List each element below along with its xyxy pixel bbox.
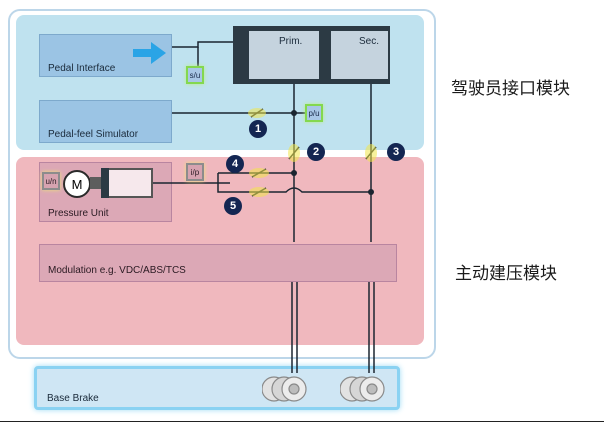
modulation-label: Modulation e.g. VDC/ABS/TCS — [48, 265, 186, 276]
driver-interface-module-title: 驾驶员接口模块 — [451, 79, 570, 99]
piston-head — [101, 168, 109, 198]
base-brake-label: Base Brake — [47, 393, 99, 404]
pedal-travel-sensor-label: s/u — [189, 70, 201, 80]
bottom-rule — [0, 421, 604, 422]
zone-separator — [16, 151, 424, 153]
pedal-travel-sensor-icon: s/u — [186, 66, 204, 84]
primary-chamber: Prim. — [249, 31, 319, 79]
valve-1-badge: 1 — [249, 120, 267, 138]
pedal-feel-simulator-box: Pedal-feel Simulator — [39, 100, 172, 143]
active-pressure-module-title: 主动建压模块 — [455, 264, 557, 284]
pressure-unit-sensor-icon: i/p — [186, 163, 204, 181]
pressure-unit-sensor-label: i/p — [190, 167, 200, 177]
prim-label: Prim. — [279, 36, 303, 47]
simulator-pressure-sensor-label: p/u — [308, 108, 320, 118]
pedal-feel-simulator-label: Pedal-feel Simulator — [48, 129, 139, 140]
motor-position-sensor-icon: u/n — [42, 172, 60, 190]
motor-label: M — [71, 176, 83, 192]
simulator-pressure-sensor-icon: p/u — [305, 104, 323, 122]
sec-label: Sec. — [359, 36, 380, 47]
pedal-interface-label: Pedal Interface — [48, 63, 116, 74]
blue-right-arrow-icon — [133, 42, 166, 64]
pressure-unit-label: Pressure Unit — [48, 208, 109, 219]
motor-position-sensor-label: u/n — [45, 176, 57, 186]
valve-2-badge: 2 — [307, 143, 325, 161]
secondary-chamber: Sec. — [331, 31, 388, 79]
valve-4-badge: 4 — [226, 155, 244, 173]
brake-disc-icon — [340, 376, 385, 402]
valve-5-badge: 5 — [224, 197, 242, 215]
brake-disc-icon — [262, 376, 307, 402]
modulation-box: Modulation e.g. VDC/ABS/TCS — [39, 244, 397, 282]
valve-3-badge: 3 — [387, 143, 405, 161]
base-brake-box: Base Brake — [34, 366, 400, 410]
motor-shaft — [90, 177, 103, 189]
